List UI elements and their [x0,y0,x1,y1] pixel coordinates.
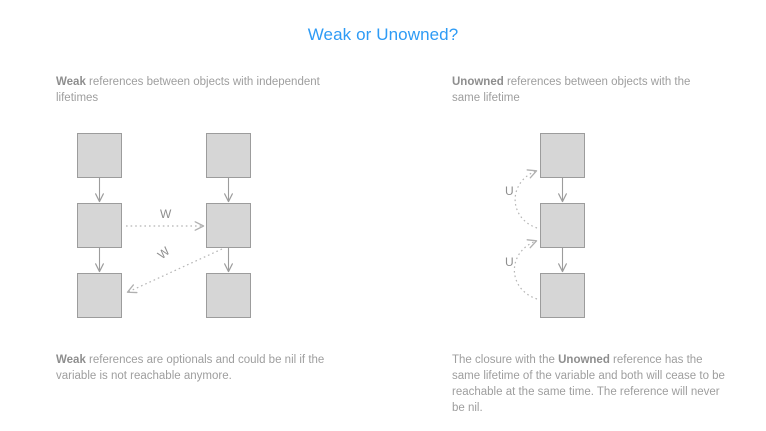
left-footer-bold: Weak [56,354,86,366]
right-footer-pre: The closure with the [452,354,559,366]
weak-label-horizontal: W [160,207,172,221]
right-footer-bold: Unowned [558,354,610,366]
unowned-label-1: U [505,184,514,198]
page-title: Weak or Unowned? [307,25,459,44]
right-panel-heading: Unowned references between objects with … [452,74,717,106]
unowned-label-2: U [505,255,514,269]
unowned-curve-1 [514,169,538,229]
right-heading-rest: references between objects with the same… [452,76,691,104]
left-heading-rest: references between objects with independ… [56,76,320,104]
left-object-box-6 [206,273,251,318]
right-heading-bold: Unowned [452,76,504,88]
left-footer-rest: references are optionals and could be ni… [56,354,325,382]
weak-label-diagonal: W [154,243,173,263]
left-object-box-2 [206,133,251,178]
left-object-box-4 [206,203,251,248]
right-object-box-1 [540,133,585,178]
left-heading-bold: Weak [56,76,86,88]
right-footer-rest: reference has the same lifetime of the v… [452,354,725,414]
left-panel-footer: Weak references are optionals and could … [56,352,331,384]
unowned-curve-2 [513,239,538,300]
right-object-box-3 [540,273,585,318]
left-panel-heading: Weak references between objects with ind… [56,74,326,106]
right-object-box-2 [540,203,585,248]
right-panel-footer: The closure with the Unowned reference h… [452,352,732,416]
left-object-box-1 [77,133,122,178]
left-object-box-5 [77,273,122,318]
left-object-box-3 [77,203,122,248]
